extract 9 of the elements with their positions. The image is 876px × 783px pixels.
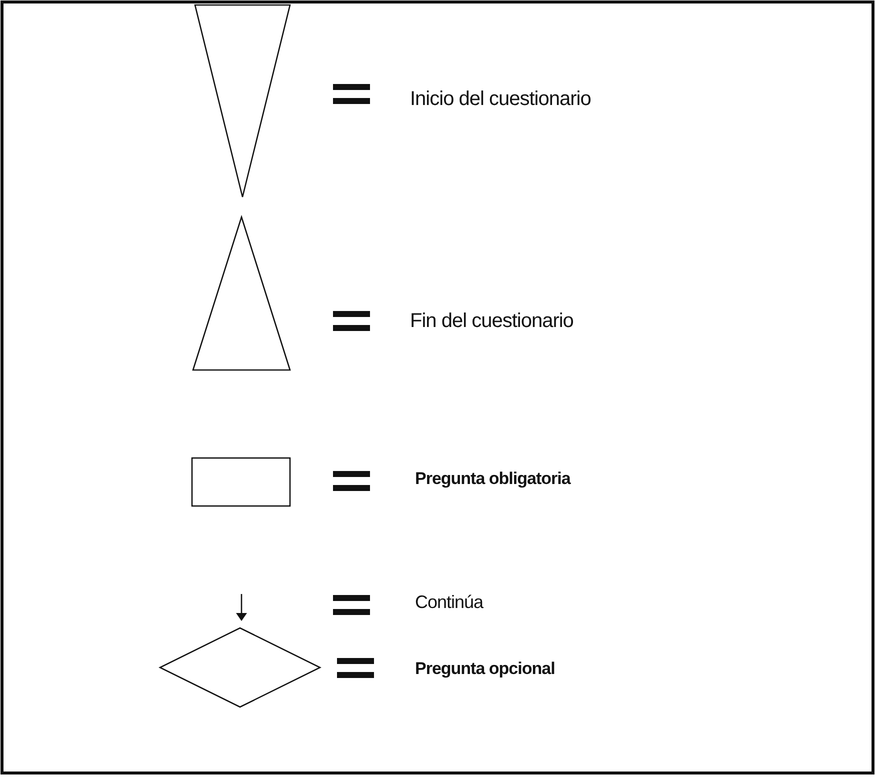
legend-text: Pregunta opcional — [415, 659, 555, 680]
legend-text: Fin del cuestionario — [410, 310, 574, 333]
rectangle-symbol — [191, 457, 291, 507]
legend-text: Inicio del cuestionario — [410, 88, 591, 111]
triangle-symbol — [192, 214, 291, 371]
legend-text: Continúa — [415, 592, 484, 613]
inverted-triangle-symbol — [194, 4, 291, 198]
diamond-symbol — [158, 627, 322, 708]
legend-text: Pregunta obligatoria — [415, 469, 570, 490]
